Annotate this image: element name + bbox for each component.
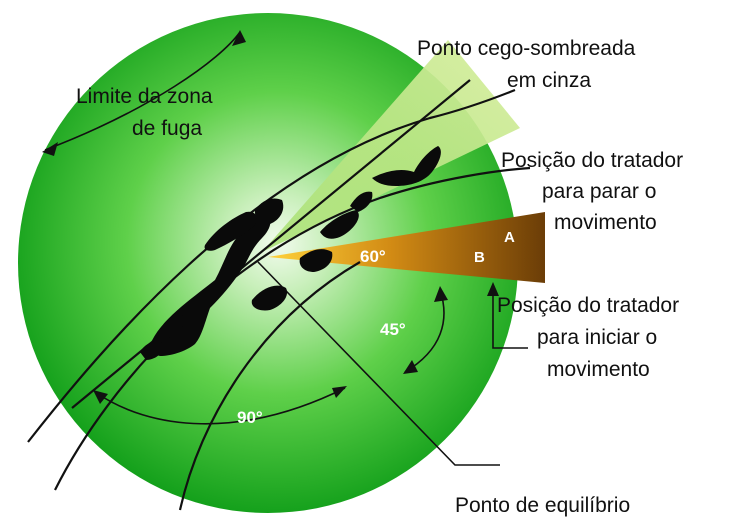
blind-spot-label-line2: em cinza: [507, 69, 591, 92]
zone-a-label: A: [504, 229, 515, 246]
outer-curve: [27, 88, 516, 443]
balance-point-pointer: [257, 261, 500, 466]
flight-zone-label-line2: de fuga: [132, 117, 202, 140]
angle-45-label: 45°: [380, 320, 406, 339]
angle-45-arc: [403, 286, 448, 374]
stop-position-label-line2: para parar o: [542, 180, 656, 203]
middle-curve: [54, 166, 531, 491]
angle-60-label: 60°: [360, 247, 386, 266]
balance-point-label: Ponto de equilíbrio: [455, 494, 630, 517]
start-position-label-line3: movimento: [547, 358, 650, 381]
stop-position-label-line3: movimento: [554, 211, 657, 234]
flight-zone-limit-arrow: [42, 30, 246, 156]
angle-90-arc: [93, 386, 347, 425]
zone-b-label: B: [474, 249, 485, 266]
balance-axis-line: [71, 79, 471, 409]
angle-90-label: 90°: [237, 408, 263, 427]
stop-position-label-line1: Posição do tratador: [501, 149, 683, 172]
animal-silhouette: [140, 146, 441, 360]
inner-curve: [178, 261, 361, 511]
start-position-label-line2: para iniciar o: [537, 326, 657, 349]
blind-spot-label-line1: Ponto cego-sombreada: [417, 37, 636, 60]
start-position-pointer: [492, 288, 528, 349]
flight-zone-label-line1: Limite da zona: [76, 85, 213, 108]
handler-position-wedge: [268, 212, 545, 283]
start-position-label-line1: Posição do tratador: [497, 294, 679, 317]
